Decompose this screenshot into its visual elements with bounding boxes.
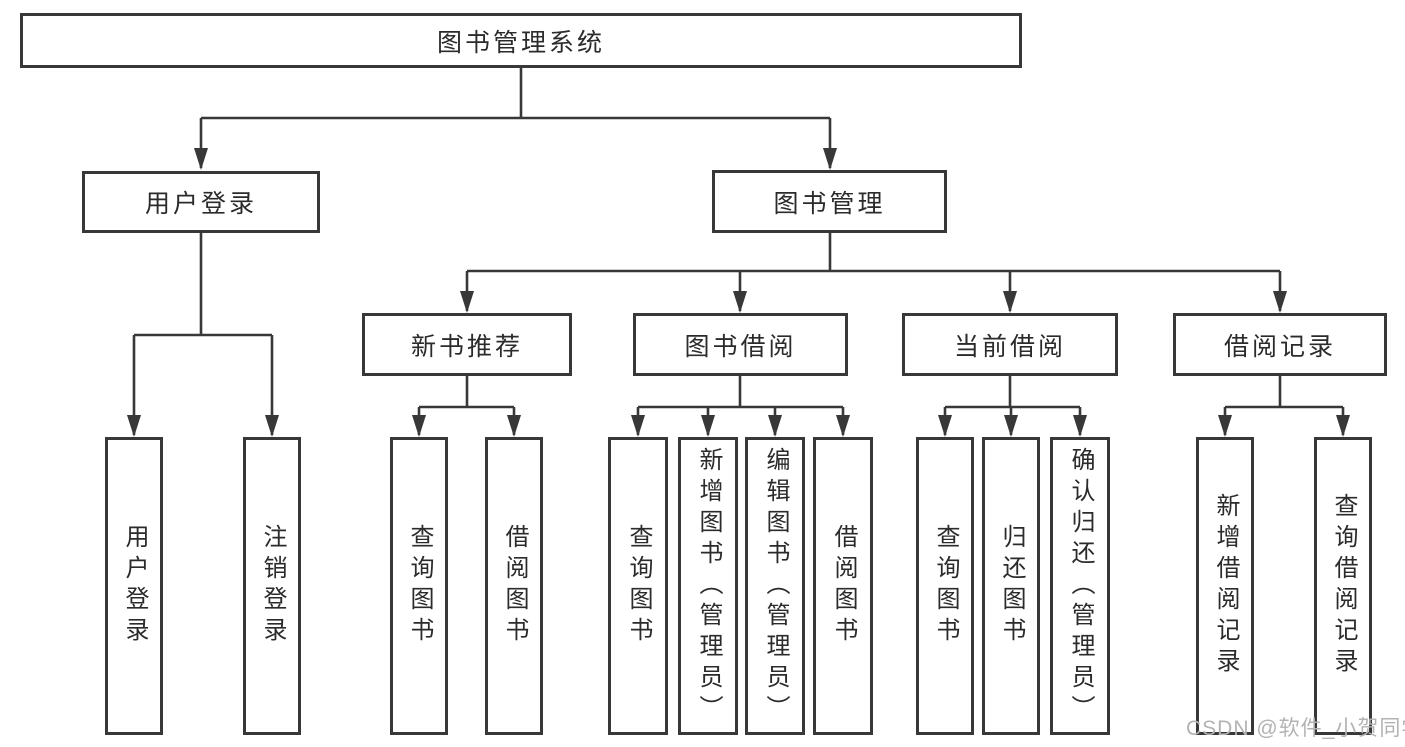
node-new-book-recommend: 新书推荐: [362, 313, 572, 376]
node-label: 图书管理: [773, 189, 886, 218]
node-label: 新书推荐: [410, 332, 523, 361]
leaf-label: 注销登录: [259, 524, 286, 648]
leaf-label: 编辑图书（管理员）: [762, 446, 789, 726]
leaf-label: 新增图书（管理员）: [695, 446, 722, 726]
leaf-label: 查询图书: [625, 524, 652, 648]
node-label: 当前借阅: [953, 332, 1066, 361]
leaf-label: 查询图书: [406, 524, 433, 648]
leaf-borrow-books: 借阅图书: [813, 437, 873, 735]
node-label: 图书借阅: [684, 332, 797, 361]
leaf-label: 确认归还（管理员）: [1067, 446, 1094, 726]
node-book-management: 图书管理: [712, 170, 947, 233]
leaf-label: 查询图书: [932, 524, 959, 648]
node-label: 用户登录: [144, 190, 257, 218]
node-label: 借阅记录: [1223, 332, 1336, 361]
leaf-label: 查询借阅记录: [1330, 493, 1357, 679]
node-system-root: 图书管理系统: [20, 13, 1022, 68]
node-label: 图书管理系统: [436, 28, 605, 57]
leaf-confirm-return-admin: 确认归还（管理员）: [1050, 437, 1110, 735]
leaf-query-borrow-record: 查询借阅记录: [1314, 437, 1372, 735]
node-borrow-records: 借阅记录: [1173, 313, 1387, 376]
leaf-label: 用户登录: [121, 524, 148, 648]
leaf-label: 借阅图书: [501, 524, 528, 648]
leaf-add-book-admin: 新增图书（管理员）: [678, 437, 738, 735]
leaf-query-books-recommend: 查询图书: [390, 437, 448, 735]
leaf-return-book: 归还图书: [982, 437, 1040, 735]
leaf-edit-book-admin: 编辑图书（管理员）: [745, 437, 805, 735]
node-book-borrow: 图书借阅: [633, 313, 848, 376]
node-current-borrow: 当前借阅: [902, 313, 1118, 376]
leaf-borrow-books-recommend: 借阅图书: [485, 437, 543, 735]
leaf-query-books-current: 查询图书: [916, 437, 974, 735]
leaf-user-login: 用户登录: [105, 437, 163, 735]
leaf-label: 归还图书: [998, 524, 1025, 648]
leaf-logout: 注销登录: [243, 437, 301, 735]
leaf-add-borrow-record: 新增借阅记录: [1196, 437, 1254, 735]
leaf-label: 新增借阅记录: [1212, 493, 1239, 679]
node-user-login: 用户登录: [82, 171, 320, 233]
csdn-watermark: CSDN @软件_小贺同学: [1186, 717, 1405, 740]
leaf-query-books-borrow: 查询图书: [608, 437, 668, 735]
leaf-label: 借阅图书: [830, 524, 857, 648]
